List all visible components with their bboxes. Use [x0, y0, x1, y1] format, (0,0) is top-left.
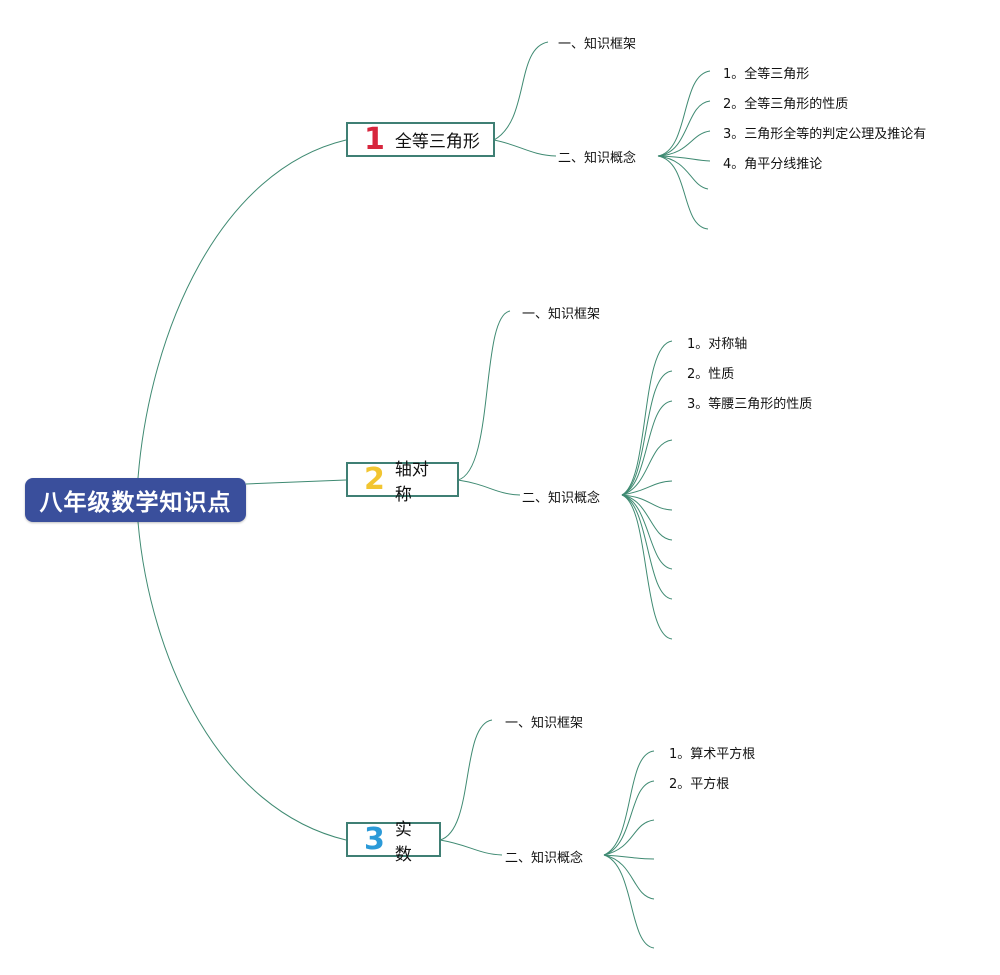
b1-leaf-line [657, 155, 711, 162]
branch-title-1: 全等三角形 [394, 132, 480, 152]
b2-framework-line [457, 310, 511, 481]
b2-leaf-line [621, 400, 673, 496]
b2-leaf-line [621, 480, 673, 496]
b1-leaf-line [657, 155, 709, 190]
b1-framework-node[interactable]: 一、知识框架 [558, 37, 637, 52]
b1-item-2[interactable]: 2。全等三角形的性质 [723, 97, 849, 112]
b1-concepts-node[interactable]: 二、知识概念 [558, 151, 637, 166]
b2-item-2[interactable]: 2。性质 [687, 367, 735, 382]
b1-item-1[interactable]: 1。全等三角形 [723, 67, 810, 82]
branch-title-3: 实数 [394, 819, 412, 865]
b3-leaf-line [603, 750, 655, 856]
b2-leaf-line [621, 494, 673, 511]
b2-leaf-line [621, 494, 673, 600]
b2-leaf-line [621, 340, 673, 496]
b3-leaf-line [603, 780, 655, 856]
root-node[interactable]: 八年级数学知识点 [25, 478, 246, 522]
b3-leaf-line [603, 854, 655, 900]
b2-item-3[interactable]: 3。等腰三角形的性质 [687, 397, 813, 412]
b1-item-3[interactable]: 3。三角形全等的判定公理及推论有 [723, 127, 927, 142]
b3-leaf-line [603, 819, 655, 856]
b2-leaf-line [621, 370, 673, 496]
branch-node-1[interactable]: 1 全等三角形 [346, 122, 495, 157]
b2-concepts-line [457, 479, 521, 496]
b1-leaf-line [657, 70, 711, 157]
b2-framework-node[interactable]: 一、知识框架 [522, 307, 601, 322]
branch-number-1: 1 [364, 121, 385, 157]
branch-node-3[interactable]: 3 实数 [346, 820, 441, 865]
root-to-branch2-line [245, 479, 347, 485]
b2-leaf-line [621, 494, 673, 541]
b1-leaf-line [657, 100, 711, 157]
b3-concepts-node[interactable]: 二、知识概念 [505, 851, 584, 866]
branch-number-3: 3 [364, 821, 385, 857]
b3-leaf-line [603, 854, 655, 860]
branch-title-2: 轴对称 [394, 459, 429, 505]
b3-item-2[interactable]: 2。平方根 [669, 777, 730, 792]
b3-framework-line [439, 719, 493, 841]
branch-number-2: 2 [364, 461, 385, 497]
b1-framework-line [493, 41, 549, 141]
b2-leaf-line [621, 439, 673, 496]
b2-concepts-node[interactable]: 二、知识概念 [522, 491, 601, 506]
b3-concepts-line [439, 839, 503, 856]
b2-item-1[interactable]: 1。对称轴 [687, 337, 748, 352]
b2-leaf-line [621, 494, 673, 570]
branch-node-2[interactable]: 2 轴对称 [346, 460, 459, 505]
root-to-branch1-line [137, 139, 347, 479]
b1-concepts-line [493, 139, 557, 157]
b1-item-4[interactable]: 4。角平分线推论 [723, 157, 823, 172]
root-to-branch3-line [137, 521, 347, 841]
b1-leaf-line [657, 155, 709, 230]
b1-leaf-line [657, 130, 711, 157]
b3-item-1[interactable]: 1。算术平方根 [669, 747, 756, 762]
b3-framework-node[interactable]: 一、知识框架 [505, 716, 584, 731]
b3-leaf-line [603, 854, 655, 949]
b2-leaf-line [621, 494, 673, 640]
